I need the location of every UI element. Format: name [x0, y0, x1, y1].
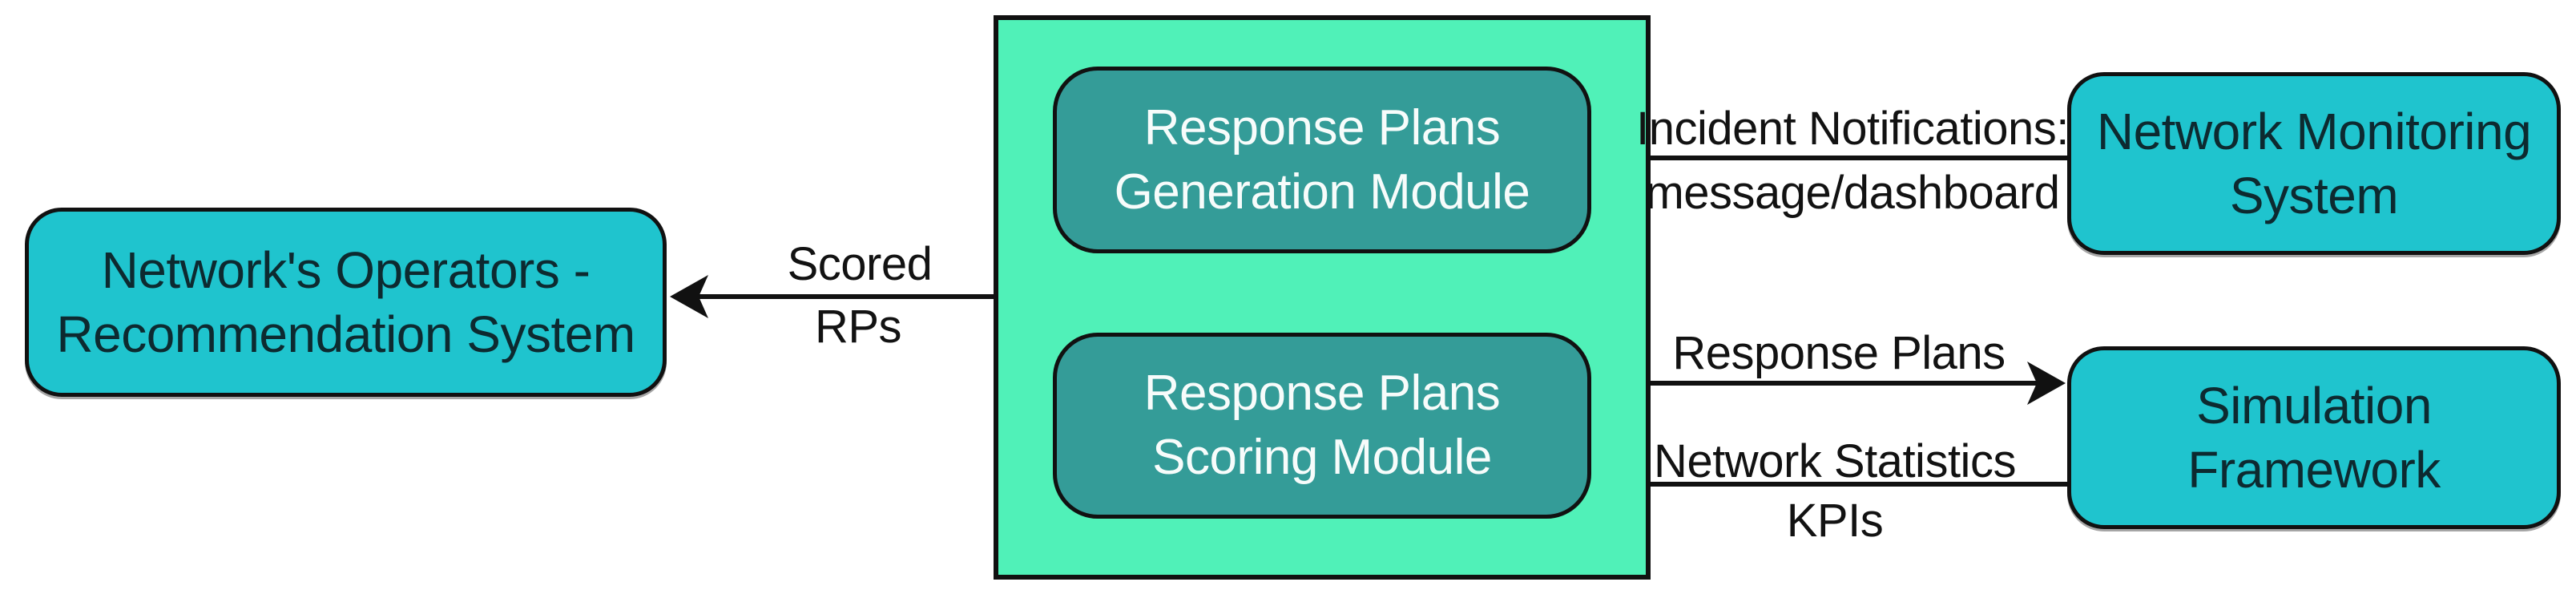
node-simulation-label-line2: Framework	[2187, 441, 2441, 499]
node-operators-label-line1: Network's Operators -	[101, 241, 591, 299]
node-scoring-label-line1: Response Plans	[1143, 366, 1501, 421]
node-scoring-label-line2: Scoring Module	[1152, 430, 1492, 485]
node-simulation-label-line1: Simulation	[2196, 377, 2432, 434]
arrow-response-plans	[1591, 362, 2066, 405]
node-response-plans-scoring-module: Response Plans Scoring Module	[1053, 333, 1591, 519]
edge-label-incident-notifications: Incident Notifications:	[1636, 103, 2069, 155]
edge-label-response-plans: Response Plans	[1672, 327, 2006, 379]
node-monitoring-label-line1: Network Monitoring	[2096, 103, 2532, 160]
edge-label-kpis: KPIs	[1786, 495, 1884, 547]
node-monitoring-label-line2: System	[2229, 167, 2399, 224]
edge-label-network-statistics: Network Statistics	[1654, 435, 2016, 487]
node-generation-label-line2: Generation Module	[1114, 164, 1530, 220]
edge-label-message-dashboard: message/dashboard	[1645, 167, 2060, 219]
edge-label-scored: Scored	[787, 238, 933, 290]
node-simulation-framework: Simulation Framework	[2067, 346, 2561, 529]
arrow-scored-rps	[670, 275, 994, 318]
node-network-monitoring-system: Network Monitoring System	[2067, 72, 2561, 255]
node-response-plans-generation-module: Response Plans Generation Module	[1053, 67, 1591, 253]
node-operators-recommendation-system: Network's Operators - Recommendation Sys…	[25, 208, 667, 397]
node-operators-label-line2: Recommendation System	[56, 305, 635, 363]
node-generation-label-line1: Response Plans	[1143, 99, 1501, 156]
edge-label-rps: RPs	[814, 301, 902, 353]
